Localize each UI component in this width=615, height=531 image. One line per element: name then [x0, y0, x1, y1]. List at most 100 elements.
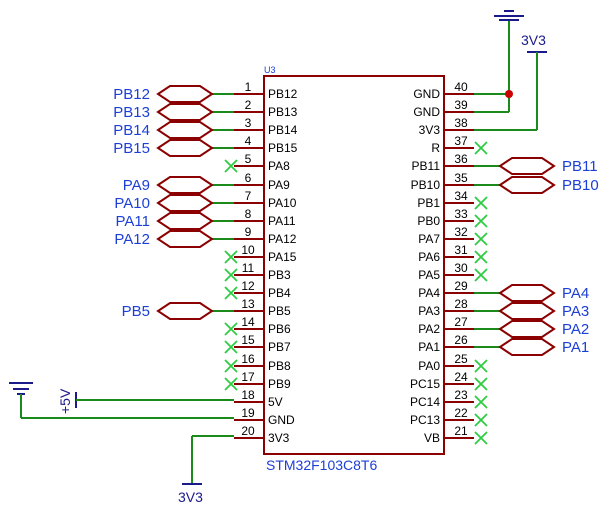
pin-name: PA4: [418, 286, 440, 300]
net-flag: [156, 212, 214, 230]
pin-name: PB5: [268, 304, 291, 318]
pin-number: 40: [454, 80, 468, 94]
pin-number: 38: [454, 116, 468, 130]
pin-37: 37R: [431, 134, 488, 155]
pin-number: 18: [241, 388, 255, 402]
net-label: PB15: [113, 140, 150, 157]
no-connect-mark: [474, 196, 488, 210]
pin-number: 31: [454, 243, 468, 257]
top-3v3-power: 3V3: [474, 32, 547, 131]
pin-name: PB15: [268, 141, 298, 155]
net-flag: [498, 284, 556, 302]
gnd-junction-dot: [505, 90, 513, 98]
pin-name: PC13: [410, 413, 440, 427]
net-label: PA10: [114, 195, 150, 212]
pin-name: PA12: [268, 232, 297, 246]
net-flag: [156, 302, 214, 320]
bottom-3v3-label: 3V3: [178, 489, 203, 505]
pin-name: PB11: [412, 159, 441, 173]
pin-number: 25: [454, 352, 468, 366]
ic-body: [263, 75, 445, 455]
pin-name: GND: [268, 413, 295, 427]
no-connect-mark: [224, 268, 238, 282]
net-flag: [156, 230, 214, 248]
pin-name: PA11: [268, 214, 296, 228]
pin-name: PA10: [268, 196, 297, 210]
pin-number: 24: [454, 370, 468, 384]
pin-number: 1: [245, 80, 252, 94]
pin-name: 3V3: [419, 123, 441, 137]
pin-number: 19: [241, 406, 255, 420]
no-connect-mark: [474, 395, 488, 409]
pin-number: 20: [241, 424, 255, 438]
pin-number: 37: [454, 134, 468, 148]
pin-38: 38 3V3: [419, 116, 474, 137]
net-flag: [498, 157, 556, 175]
no-connect-mark: [224, 286, 238, 300]
pin-name: PA7: [418, 232, 440, 246]
net-flag: [156, 121, 214, 139]
pin-number: 33: [454, 207, 468, 221]
pin-name: PA15: [268, 250, 297, 264]
pin-name: PB12: [268, 87, 298, 101]
net-label: PA2: [562, 321, 589, 338]
net-flag: [156, 194, 214, 212]
component-part: STM32F103C8T6: [266, 457, 377, 473]
no-connect-mark: [474, 431, 488, 445]
pin-number: 16: [241, 352, 255, 366]
no-connect-mark: [474, 232, 488, 246]
bottom-3v3-power: 3V3: [178, 435, 234, 505]
no-connect-mark: [474, 413, 488, 427]
pin-name: PB8: [268, 359, 291, 373]
net-label: PA9: [123, 177, 150, 194]
plus5v-label: +5V: [57, 388, 73, 414]
net-flag: [498, 176, 556, 194]
pin-number: 32: [454, 225, 468, 239]
pin-name: PB0: [417, 214, 440, 228]
pin-number: 23: [454, 388, 468, 402]
pin-name: PB7: [268, 340, 291, 354]
pin-number: 29: [454, 279, 468, 293]
no-connect-mark: [224, 159, 238, 173]
pin-name: PC14: [410, 395, 440, 409]
top-ground-symbol: [494, 10, 524, 94]
pin-name: PA9: [268, 178, 290, 192]
pin-number: 7: [245, 189, 252, 203]
pin-name: PA5: [418, 268, 440, 282]
no-connect-mark: [474, 214, 488, 228]
pin-number: 34: [454, 189, 468, 203]
pin-number: 28: [454, 297, 468, 311]
pin-number: 2: [245, 98, 252, 112]
no-connect-mark: [474, 377, 488, 391]
no-connect-mark: [474, 141, 488, 155]
pin-name: PB4: [268, 286, 291, 300]
pin-name: GND: [413, 105, 440, 119]
top-3v3-label: 3V3: [521, 32, 546, 48]
net-label: PA12: [114, 231, 150, 248]
pin-name: VB: [424, 431, 440, 445]
net-flag: [498, 338, 556, 356]
no-connect-mark: [474, 250, 488, 264]
pin-name: PA3: [418, 304, 440, 318]
pin-number: 15: [241, 333, 255, 347]
pin-name: PB14: [268, 123, 298, 137]
